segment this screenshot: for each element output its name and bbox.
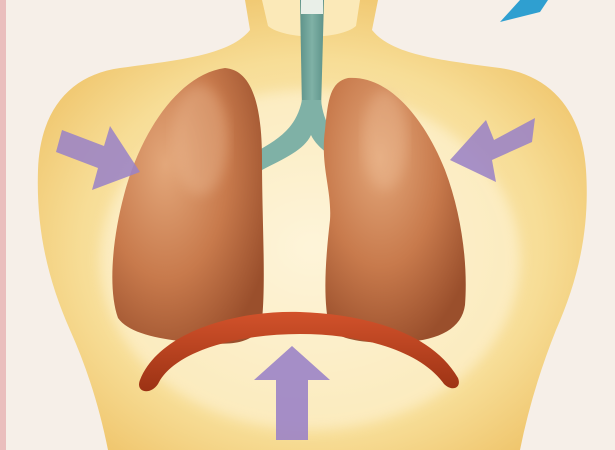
frame-edge	[0, 0, 6, 450]
left-lung-highlight	[172, 85, 228, 195]
right-lung-highlight	[363, 90, 407, 190]
trachea-top	[301, 0, 323, 14]
trachea	[300, 0, 324, 110]
